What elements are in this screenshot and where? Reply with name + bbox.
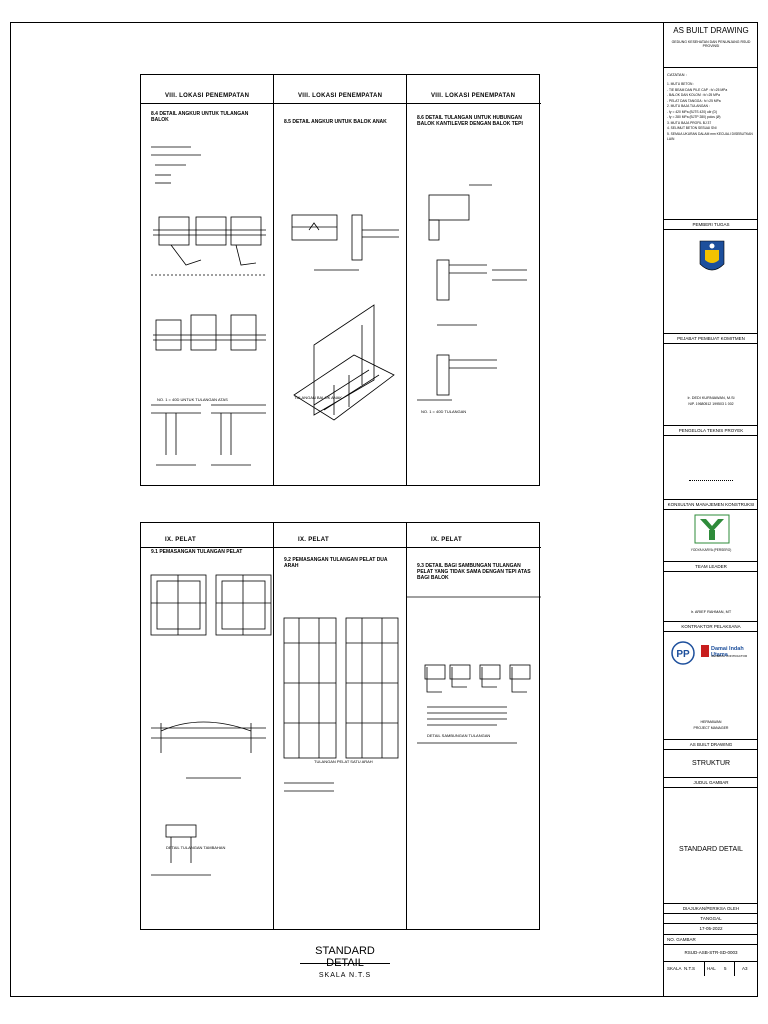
section-header: IX. PELAT — [407, 533, 541, 548]
tb-number: RSUD-ASB-STR-SD-0003 — [664, 945, 758, 962]
slab-rebar-drawing — [150, 574, 272, 876]
section-subtitle: 8.6 DETAIL TULANGAN UNTUK HUBUNGAN BALOK… — [417, 115, 523, 127]
section-header: IX. PELAT — [274, 533, 406, 548]
tb-date-label: TANGGAL — [664, 914, 758, 924]
tb-manager-sign — [664, 436, 758, 500]
tb-header: AS BUILT DRAWING GEDUNG KESEHATAN DAN PE… — [664, 22, 758, 68]
tb-notes: CATATAN : 1. MUTU BETON : - TIE BEAM DAN… — [664, 68, 758, 220]
detail-note: NO. 1 = 40D TULANGAN — [421, 409, 467, 414]
tb-supervisor-logo: YODYA KARYA (PERSERO) — [664, 510, 758, 562]
notes-list: 1. MUTU BETON : - TIE BEAM DAN PILE CAP … — [667, 82, 753, 141]
detail-column-8-5: VIII. LOKASI PENEMPATAN 8.5 DETAIL ANGKU… — [274, 75, 407, 485]
section-header: IX. PELAT — [141, 533, 273, 548]
secondary-beam-drawing — [291, 214, 399, 421]
detail-column-8-6: VIII. LOKASI PENEMPATAN 8.6 DETAIL TULAN… — [407, 75, 541, 485]
detail-note: NO. 1 = 40D UNTUK TULANGAN ATAS — [157, 397, 228, 402]
detail-column-9-3: IX. PELAT 9.3 DETAIL BAGI SAMBUNGAN TULA… — [407, 523, 541, 929]
tb-team-leader-label: TEAM LEADER — [664, 562, 758, 572]
tb-number-label: NO. GAMBAR — [664, 935, 758, 945]
diu-logo-icon — [701, 645, 709, 657]
slab-splice-drawing — [407, 596, 541, 744]
two-way-slab-drawing — [283, 617, 399, 792]
title-underline — [300, 963, 390, 964]
svg-text:PP: PP — [676, 649, 690, 660]
detail-note: DETAIL TULANGAN TAMBAHAN — [166, 845, 226, 850]
beam-anchor-drawing — [151, 146, 266, 466]
pp-logo-icon: PP — [671, 641, 695, 665]
tb-consultant: Ir. DEDI KURNIAWAN, M.Si NIP. 19680512 1… — [664, 344, 758, 426]
title-block: AS BUILT DRAWING GEDUNG KESEHATAN DAN PE… — [663, 22, 758, 997]
detail-note: TULANGAN PELAT SATU ARAH — [314, 759, 373, 764]
bottom-detail-panel: IX. PELAT 9.1 PEMASANGAN TULANGAN PELAT … — [140, 522, 541, 930]
detail-column-9-1: IX. PELAT 9.1 PEMASANGAN TULANGAN PELAT … — [141, 523, 274, 929]
detail-column-8-4: VIII. LOKASI PENEMPATAN 8.4 DETAIL ANGKU… — [141, 75, 274, 485]
section-subtitle: 8.4 DETAIL ANGKUR UNTUK TULANGAN BALOK — [151, 111, 249, 123]
cantilever-beam-drawing — [417, 184, 527, 401]
tb-contractor-label: KONTRAKTOR PELAKSANA — [664, 622, 758, 632]
tb-contractor: PP Damai Indah Utama GENERAL CONTRACTOR … — [664, 632, 758, 740]
detail-column-9-2: IX. PELAT 9.2 PEMASANGAN TULANGAN PELAT … — [274, 523, 407, 929]
drawing-scale: SKALA N.T.S — [318, 972, 372, 979]
tb-checked-label: DIAJUKAN/PERIKSA OLEH — [664, 904, 758, 914]
section-subtitle: 8.5 DETAIL ANGKUR UNTUK BALOK ANAK — [284, 119, 387, 125]
tb-team-leader: Ir. ARIEF RAHMAN, MT — [664, 572, 758, 622]
section-subtitle: 9.1 PEMASANGAN TULANGAN PELAT — [151, 549, 243, 555]
province-emblem-icon — [699, 240, 725, 271]
section-header: VIII. LOKASI PENEMPATAN — [274, 89, 406, 104]
tb-owner-logo — [664, 230, 758, 334]
tb-discipline: STRUKTUR — [664, 750, 758, 778]
drawing-title: STANDARD DETAIL — [315, 945, 375, 969]
detail-note: TULANGAN BALOK ANAK — [294, 395, 343, 400]
tb-drawing-label: AS BUILT DRAWING — [664, 740, 758, 750]
tb-manager-label: PENGELOLA TEKNIS PROYEK — [664, 426, 758, 436]
tb-consultant-label: PEJABAT PEMBUAT KOMITMEN — [664, 334, 758, 344]
tb-scale-row: SKALA N.T.S HAL 5 A3 — [664, 962, 758, 997]
section-header: VIII. LOKASI PENEMPATAN — [141, 89, 273, 104]
tb-date: 17-05-2022 — [664, 924, 758, 935]
tb-supervisor-label: KONSULTAN MANAJEMEN KONSTRUKSI — [664, 500, 758, 510]
tb-title-label: JUDUL GAMBAR — [664, 778, 758, 788]
top-detail-panel: VIII. LOKASI PENEMPATAN 8.4 DETAIL ANGKU… — [140, 74, 541, 486]
tb-owner-label: PEMBERI TUGAS — [664, 220, 758, 230]
section-subtitle: 9.3 DETAIL BAGI SAMBUNGAN TULANGAN PELAT… — [417, 563, 531, 581]
detail-note: DETAIL SAMBUNGAN TULANGAN — [427, 733, 491, 738]
tb-title: STANDARD DETAIL — [664, 788, 758, 904]
section-header: VIII. LOKASI PENEMPATAN — [407, 89, 541, 104]
section-subtitle: 9.2 PEMASANGAN TULANGAN PELAT DUA ARAH — [284, 557, 388, 569]
yodya-logo-icon — [694, 514, 730, 544]
